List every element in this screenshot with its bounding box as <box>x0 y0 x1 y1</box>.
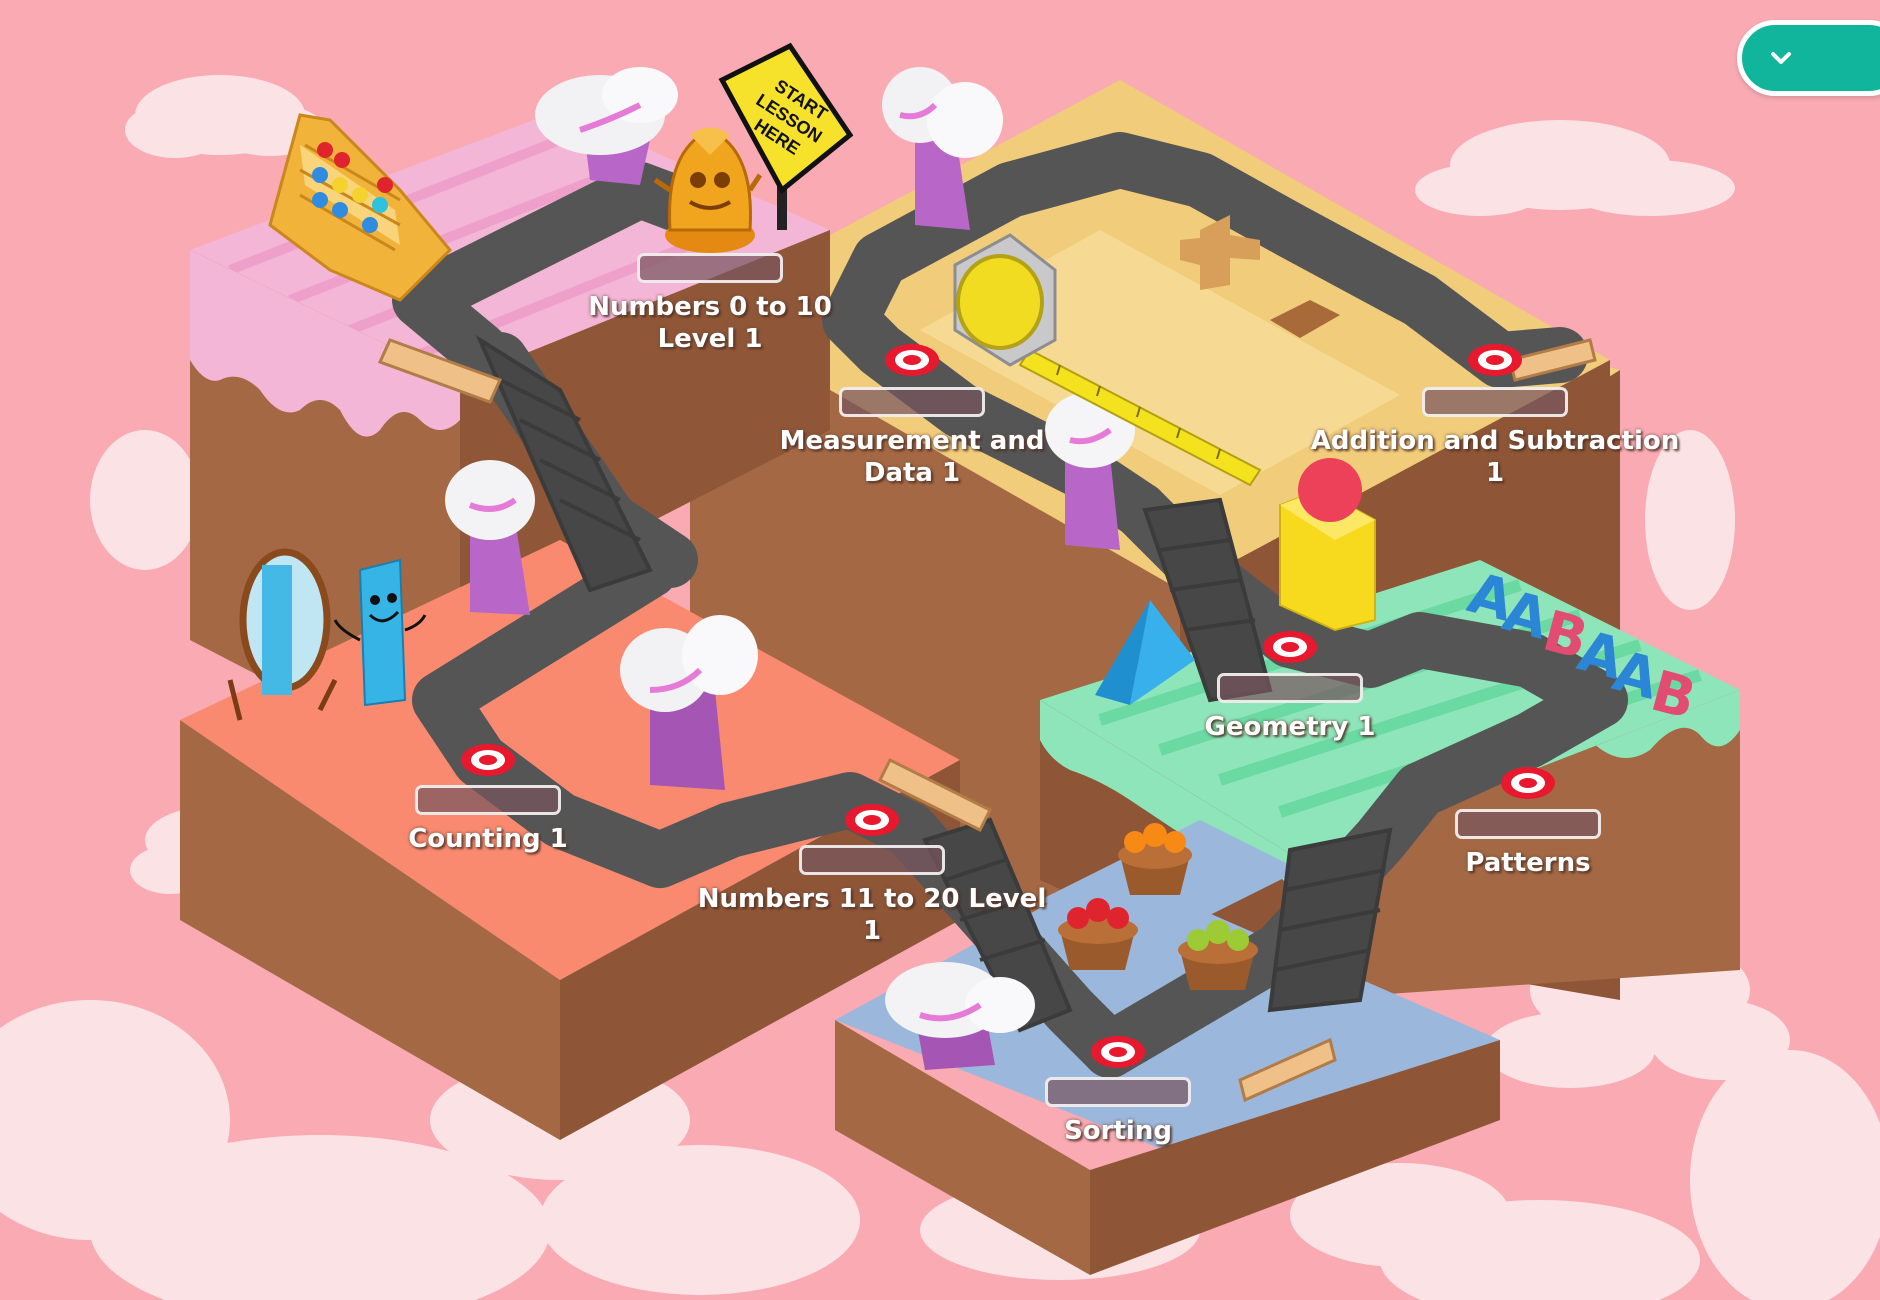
level-progress-bar <box>1045 1077 1191 1107</box>
level-numbers-0-10[interactable]: Numbers 0 to 10 Level 1 <box>550 253 870 355</box>
mirror-icon <box>227 548 338 721</box>
level-markers[interactable] <box>461 344 1555 1068</box>
abacus-icon <box>268 113 453 302</box>
cloud-tree <box>885 962 1035 1070</box>
level-measurement[interactable]: Measurement and Data 1 <box>752 387 1072 489</box>
plus-sign-icon <box>1180 215 1260 290</box>
bridges <box>377 338 1597 1103</box>
pear-basket-icon <box>1178 920 1258 990</box>
level-sorting[interactable]: Sorting <box>958 1077 1278 1147</box>
stairs <box>475 334 1393 1033</box>
level-progress-bar <box>1217 673 1363 703</box>
level-name: Patterns <box>1465 848 1591 878</box>
pyramid-icon <box>1095 600 1195 705</box>
level-marker-patterns[interactable] <box>1501 767 1555 799</box>
level-marker-sorting[interactable] <box>1091 1036 1145 1068</box>
level-name: Numbers 0 to 10 Level 1 <box>588 292 832 354</box>
apple-basket-icon <box>1058 898 1138 970</box>
level-patterns[interactable]: Patterns <box>1368 809 1688 879</box>
menu-dropdown-button[interactable] <box>1737 20 1880 96</box>
level-marker-addition[interactable] <box>1468 344 1522 376</box>
level-progress-bar <box>1455 809 1601 839</box>
cloud-tree <box>445 460 535 615</box>
level-name: Numbers 11 to 20 Level 1 <box>697 884 1047 946</box>
minus-sign-icon <box>1270 300 1340 338</box>
cloud-tree <box>620 615 758 790</box>
ruler-character-icon <box>333 558 427 707</box>
level-progress-bar <box>799 845 945 875</box>
level-name: Counting 1 <box>408 824 568 854</box>
orange-basket-icon <box>1118 823 1192 895</box>
level-marker-measurement[interactable] <box>885 344 939 376</box>
level-progress-bar <box>637 253 783 283</box>
level-progress-bar <box>839 387 985 417</box>
cloud <box>1415 120 1735 216</box>
level-numbers-11-20[interactable]: Numbers 11 to 20 Level 1 <box>692 845 1052 947</box>
cloud <box>1645 430 1735 610</box>
level-marker-counting[interactable] <box>461 744 515 776</box>
start-lesson-sign: START LESSON HERE <box>718 42 854 230</box>
level-name: Addition and Subtraction 1 <box>1310 426 1680 488</box>
player-character-icon[interactable] <box>653 127 763 254</box>
level-marker-numbers-11-20[interactable] <box>845 804 899 836</box>
cloud-tree <box>882 67 1003 230</box>
cloud <box>1290 1163 1700 1300</box>
level-progress-bar <box>1422 387 1568 417</box>
chevron-down-icon <box>1771 52 1791 64</box>
level-counting[interactable]: Counting 1 <box>328 785 648 855</box>
level-progress-bar <box>415 785 561 815</box>
cylinder-block-icon <box>1279 458 1376 632</box>
level-name: Geometry 1 <box>1204 712 1376 742</box>
level-marker-geometry[interactable] <box>1263 631 1317 663</box>
cloud <box>125 75 325 158</box>
tape-measure-icon <box>953 233 1262 487</box>
level-name: Sorting <box>1064 1116 1172 1146</box>
level-name: Measurement and Data 1 <box>779 426 1045 488</box>
level-addition[interactable]: Addition and Subtraction 1 <box>1305 387 1685 489</box>
cloud <box>1690 1050 1880 1300</box>
cloud-tree <box>535 67 678 185</box>
fruit-baskets <box>1058 823 1258 990</box>
level-geometry[interactable]: Geometry 1 <box>1130 673 1450 743</box>
cloud <box>90 430 200 570</box>
